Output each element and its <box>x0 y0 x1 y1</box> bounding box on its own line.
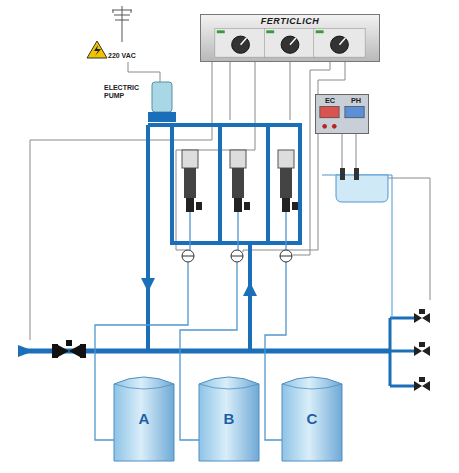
outlet-valves <box>414 309 430 391</box>
warning-sign <box>87 41 107 58</box>
flow-meters <box>182 250 292 262</box>
main-pipe <box>18 125 414 386</box>
warning-bolt <box>94 45 101 56</box>
tank-letter: C <box>281 410 343 427</box>
brand-logo: FERTICLICH <box>201 16 379 27</box>
flow-arrow <box>141 278 155 292</box>
sensor-pot <box>322 168 392 318</box>
injectors <box>182 150 298 212</box>
tank-letter: B <box>198 410 260 427</box>
flow-arrow <box>243 282 257 296</box>
voltage-label: 220 VAC <box>108 52 168 60</box>
meter-label: EC <box>320 96 340 106</box>
tank: A <box>113 374 175 462</box>
component-label: ELECTRIC PUMP <box>104 84 148 100</box>
power-pole <box>112 6 132 42</box>
fertigation-controller: FERTICLICH <box>200 14 380 62</box>
flow-arrow <box>18 345 34 357</box>
tank-letter: A <box>113 410 175 427</box>
inlet-valve <box>52 340 86 358</box>
control-wires <box>30 62 430 340</box>
ec-ph-meter: EC PH <box>315 94 369 134</box>
tank: C <box>281 374 343 462</box>
electric-pump <box>148 82 176 122</box>
tank: B <box>198 374 260 462</box>
meter-label: PH <box>346 96 366 106</box>
